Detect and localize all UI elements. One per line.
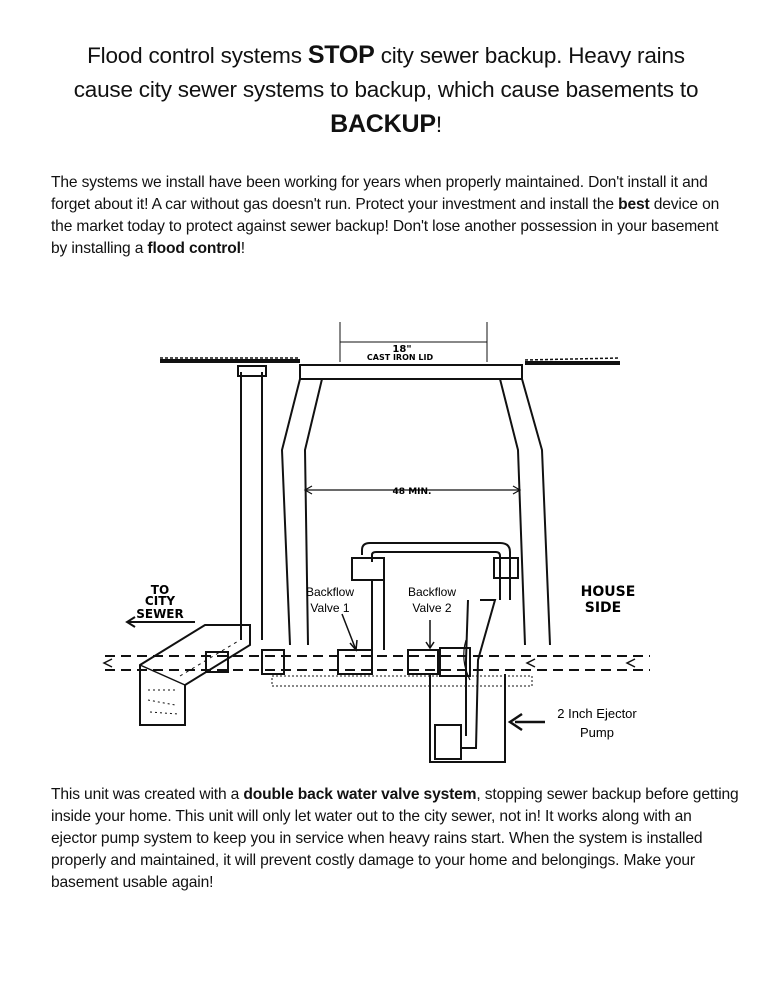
pump-label-2: Pump <box>580 725 614 740</box>
headline-emphasis-stop: STOP <box>307 41 375 69</box>
headline-line-1: Flood control systems STOP city sewer ba… <box>20 38 752 73</box>
headline-line-2: cause city sewer systems to backup, whic… <box>73 77 699 102</box>
pump-label-1: 2 Inch Ejector <box>557 706 637 721</box>
valve-1-label-2: Valve 1 <box>310 601 349 615</box>
house-side-label-1: HOUSE <box>581 584 636 600</box>
intro-emphasis-best: best <box>618 196 650 213</box>
ejector-pump <box>434 724 462 760</box>
headline-emphasis-backup: BACKUP <box>330 110 436 138</box>
cleanout-fitting <box>205 651 229 673</box>
lid-width-label: 18" <box>392 344 411 355</box>
bypass-pipe <box>361 542 511 600</box>
intro-paragraph: The systems we install have been working… <box>51 172 731 260</box>
headline-text: city sewer backup. Heavy rains <box>374 43 685 68</box>
intro-emphasis-flood-control: flood control <box>147 240 241 257</box>
valve-1-label-1: Backflow <box>306 585 354 599</box>
house-side-label-2: SIDE <box>585 600 621 616</box>
sump-pit <box>429 674 506 763</box>
valve-2-label-2: Valve 2 <box>412 601 451 615</box>
closing-text: This unit was created with a <box>51 786 244 803</box>
backflow-valve-1 <box>337 649 373 675</box>
to-city-label-2: CITY <box>145 594 175 608</box>
cast-iron-lid <box>299 364 523 380</box>
pit-width-label: 48 MIN. <box>393 487 432 497</box>
to-city-label-3: SEWER <box>136 607 184 621</box>
valve-2-label-1: Backflow <box>408 585 456 599</box>
intro-text: ! <box>240 240 245 257</box>
headline-text: Flood control systems <box>87 43 308 68</box>
city-sewer-wall <box>139 624 251 726</box>
pit-wall-right <box>499 378 551 646</box>
closing-emphasis-double-valve: double back water valve system <box>243 786 477 803</box>
headline: Flood control systems STOP city sewer ba… <box>20 38 752 142</box>
closing-text: , stopping sewer backup before getting i… <box>51 786 739 891</box>
backflow-valve-2 <box>407 649 439 675</box>
intro-text: The systems we install have been working… <box>51 174 708 213</box>
to-city-label-1: TO <box>151 583 169 597</box>
pit-wall-left <box>280 378 323 646</box>
closing-paragraph: This unit was created with a double back… <box>51 784 741 894</box>
flood-control-diagram: 18" CAST IRON LID 48 MIN. TO CITY SEWER … <box>102 322 650 763</box>
lid-label: CAST IRON LID <box>367 353 434 362</box>
headline-text: ! <box>435 112 442 137</box>
vent-pipe <box>240 372 263 640</box>
gravel-bed <box>271 675 533 687</box>
intro-text: device on the market today to protect ag… <box>51 196 720 257</box>
headline-line-3: BACKUP! <box>20 107 752 142</box>
